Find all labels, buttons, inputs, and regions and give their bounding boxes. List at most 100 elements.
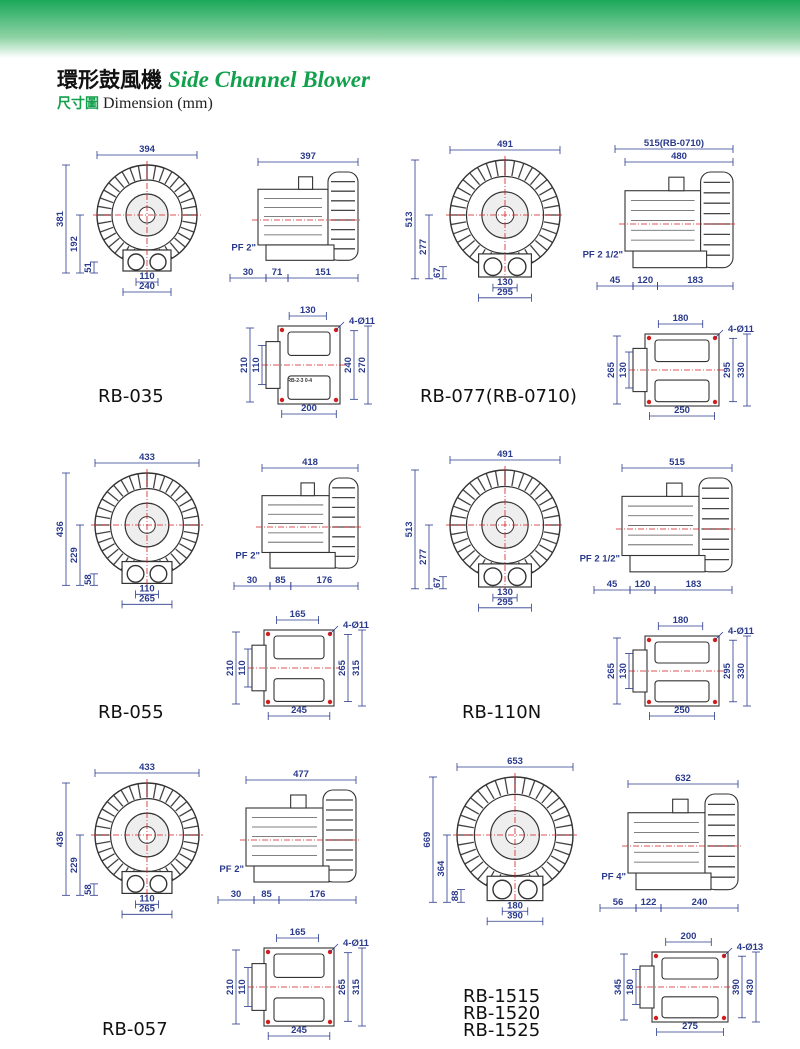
housing-fin (534, 549, 548, 561)
dimension-label: 110 (251, 357, 262, 372)
housing-fin (106, 491, 119, 502)
housing-fin (469, 244, 481, 258)
housing-fin (457, 544, 472, 554)
dimension-label: 200 (681, 931, 697, 942)
terminal-box (298, 176, 314, 190)
dimension-label: 71 (272, 267, 283, 278)
mount-holes-label: 4-Ø11 (728, 626, 755, 637)
dimension-label: 265 (606, 662, 617, 679)
dimension-label: 210 (225, 660, 236, 676)
port-size-label: PF 2 1/2" (583, 249, 623, 260)
housing-fin (453, 537, 469, 545)
dimension-label: 180 (673, 313, 689, 324)
dimension-label: 513 (404, 521, 415, 537)
mount-hole (265, 949, 271, 955)
dimension-label: 120 (635, 579, 651, 590)
blower-housing (322, 789, 357, 883)
housing-fin (106, 801, 119, 812)
housing-fin (106, 858, 119, 869)
housing-fin (494, 470, 499, 487)
outlet-port (149, 564, 168, 583)
dimension-label: 67 (432, 577, 443, 588)
housing-fin (511, 470, 516, 487)
model-label-rb-077: RB-077(RB-0710) (420, 386, 577, 407)
dimension-label: 120 (637, 275, 653, 286)
mount-holes-label: 4-Ø11 (728, 324, 755, 335)
housing-fin (450, 204, 467, 209)
housing-fin (128, 785, 135, 801)
blower-side-view (621, 477, 733, 573)
housing-fin (534, 239, 548, 251)
dimension-label: 130 (618, 663, 629, 679)
inlet-port (127, 253, 145, 271)
mount-hole (653, 953, 659, 959)
housing-fin (183, 515, 199, 520)
housing-fin (534, 489, 548, 501)
motor-body (624, 190, 702, 252)
housing-fin (485, 163, 493, 179)
dimension-label: 30 (231, 889, 242, 900)
housing-fin (462, 239, 476, 251)
blower-side-view (257, 171, 359, 261)
housing-fin (529, 244, 541, 258)
housing-fin (128, 475, 135, 491)
mount-hole (327, 699, 333, 705)
dimension-label: 491 (497, 139, 514, 150)
housing-fin (97, 220, 112, 225)
blower-front-view (94, 472, 200, 584)
dimension-label: 277 (418, 239, 429, 255)
port-size-label: PF 2" (219, 864, 244, 875)
housing-fin (485, 473, 493, 489)
housing-fin (183, 825, 199, 830)
dimension-label: 315 (351, 659, 362, 676)
housing-fin (137, 165, 142, 180)
housing-fin (457, 841, 474, 846)
base-channel (287, 331, 331, 356)
housing-fin (453, 505, 469, 513)
dimension-line (714, 329, 724, 339)
housing-fin (99, 197, 114, 204)
blower-housing (700, 171, 734, 269)
base-channel (273, 953, 325, 978)
dimension-label: 315 (351, 978, 362, 995)
housing-fin (529, 482, 541, 496)
housing-fin (469, 554, 481, 568)
housing-fin (180, 226, 195, 233)
housing-fin (538, 496, 553, 506)
housing-fin (182, 220, 197, 225)
housing-fin (517, 163, 525, 179)
housing-fin (462, 489, 476, 501)
housing-fin (521, 777, 526, 794)
housing-fin (550, 805, 566, 815)
mount-hole (646, 399, 652, 405)
port-manifold (265, 244, 335, 261)
housing-fin (180, 197, 195, 204)
housing-fin (543, 221, 560, 226)
dimension-label: 245 (291, 705, 308, 716)
dimension-label: 295 (497, 597, 514, 608)
dimension-label: 433 (139, 452, 155, 463)
housing-fin (108, 237, 120, 248)
model-label-rb-057: RB-057 (102, 1019, 168, 1040)
housing-fin (170, 484, 181, 497)
mount-hole (646, 699, 652, 705)
housing-fin (181, 816, 197, 823)
housing-fin (179, 498, 193, 507)
dimension-label: 345 (613, 978, 624, 995)
dimension-label: 265 (606, 361, 617, 378)
base-channel (654, 641, 710, 664)
dimension-label: 480 (671, 151, 687, 162)
housing-fin (164, 171, 173, 185)
mount-hole (712, 399, 718, 405)
housing-fin (101, 853, 115, 862)
housing-fin (137, 783, 142, 799)
dimension-label: 275 (682, 1021, 699, 1032)
model-label-rb-055: RB-055 (98, 702, 164, 723)
title-chinese: 環形鼓風機 (57, 68, 162, 92)
outlet-port (507, 257, 527, 277)
motor-body (627, 812, 706, 874)
housing-fin (179, 853, 193, 862)
dimension-label: 390 (507, 910, 523, 921)
housing-fin (175, 801, 188, 812)
